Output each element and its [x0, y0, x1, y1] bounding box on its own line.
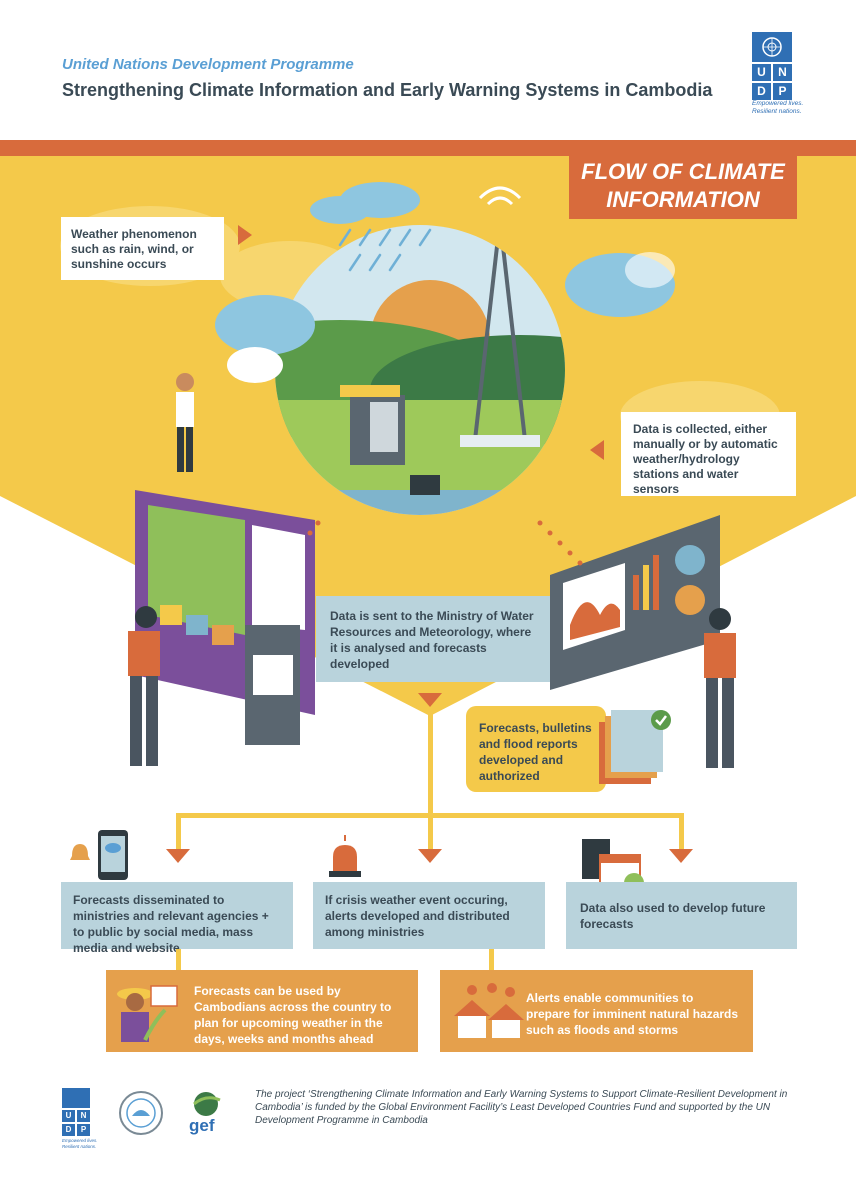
footer-undp-logo: U N D P [62, 1088, 92, 1136]
siren-alarm-icon [329, 835, 361, 877]
cloud-left-icon [215, 295, 315, 383]
person-analyst-right-icon [704, 608, 736, 768]
step-used-box: Forecasts can be used by Cambodians acro… [106, 970, 418, 1052]
arrow-right-icon [238, 225, 252, 245]
footer-logo-tagline: Empowered lives. Resilient nations. [62, 1138, 98, 1149]
map-display-screen [135, 490, 315, 745]
step-future-box: Data also used to develop future forecas… [566, 882, 797, 949]
arrow-down-icon [418, 849, 442, 863]
gef-logo-text: gef [189, 1116, 215, 1135]
organization-name: United Nations Development Programme [62, 56, 354, 73]
cloud-right-icon [565, 252, 675, 317]
connector-line [428, 813, 433, 849]
arrow-down-icon [166, 849, 190, 863]
logo-letter-p: P [773, 83, 792, 100]
connector-line [489, 949, 494, 970]
connector-line [428, 707, 433, 817]
connector-line [176, 949, 181, 970]
footer-funding-text: The project ‘Strengthening Climate Infor… [255, 1089, 788, 1126]
community-houses-icon [454, 983, 524, 1038]
gef-globe-icon [193, 1092, 221, 1116]
farmer-icon [117, 985, 178, 1042]
undp-logo: U N D P [752, 32, 792, 100]
person-analyst-left-icon [128, 606, 160, 766]
ministry-seal-icon [119, 1091, 163, 1135]
report-documents-icon [599, 710, 671, 784]
step-crisis-box: If crisis weather event occuring, alerts… [313, 882, 545, 949]
page-title: Strengthening Climate Information and Ea… [62, 80, 713, 100]
arrow-left-icon [590, 440, 604, 460]
un-emblem-icon [62, 1088, 90, 1108]
connector-line [679, 813, 684, 849]
un-emblem-icon [752, 32, 792, 62]
person-observer-icon [176, 373, 194, 472]
step-weather-box: Weather phenomenon such as rain, wind, o… [61, 217, 224, 280]
step-forecasts-box: Forecasts, bulletins and flood reports d… [466, 706, 606, 792]
step-collected-box: Data is collected, either manually or by… [621, 412, 796, 496]
connector-line [176, 813, 181, 849]
flow-title: FLOW OF CLIMATE INFORMATION [569, 153, 797, 219]
logo-letter-n: N [773, 64, 792, 81]
step-disseminated-box: Forecasts disseminated to ministries and… [61, 882, 293, 955]
phone-bell-icon [70, 830, 128, 880]
step-sent-box: Data is sent to the Ministry of Water Re… [316, 596, 550, 682]
dashboard-display-screen [550, 515, 720, 690]
arrow-down-icon [418, 693, 442, 707]
logo-letter-u: U [752, 64, 771, 81]
header-divider [0, 140, 856, 156]
arrow-down-icon [669, 849, 693, 863]
weather-station-illustration [275, 182, 565, 515]
logo-tagline: Empowered lives. Resilient nations. [752, 100, 804, 115]
logo-letter-d: D [752, 83, 771, 100]
dotted-connectors [307, 520, 583, 566]
